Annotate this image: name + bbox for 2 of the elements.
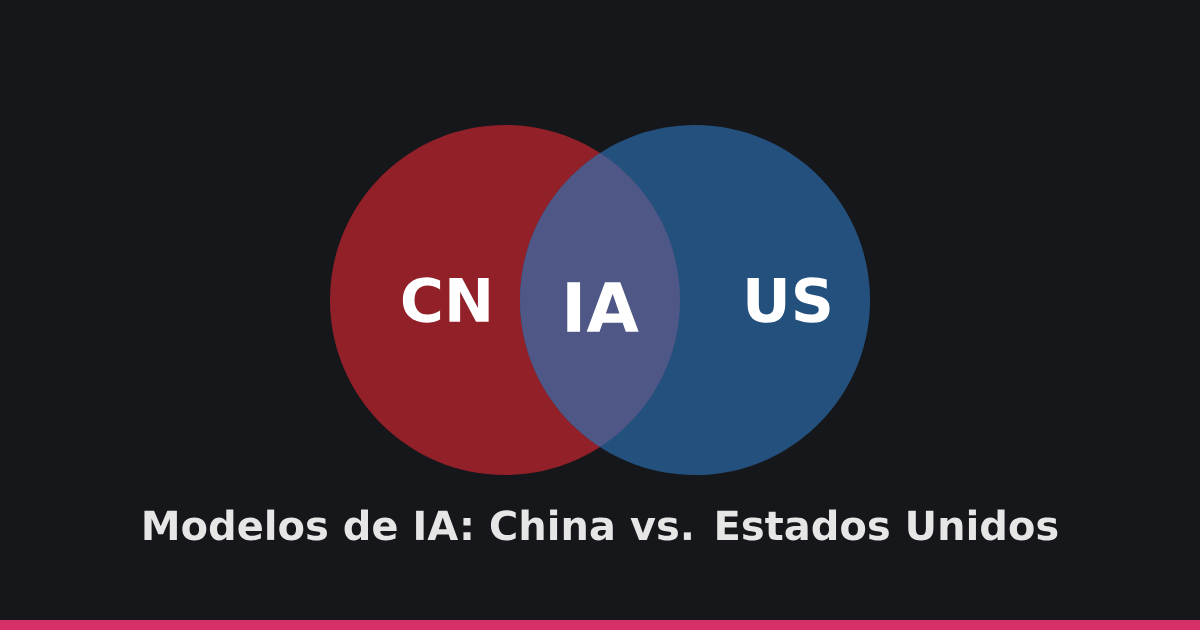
title: Modelos de IA: China vs. Estados Unidos [144, 509, 1058, 541]
overlap-label: IA [567, 282, 639, 332]
